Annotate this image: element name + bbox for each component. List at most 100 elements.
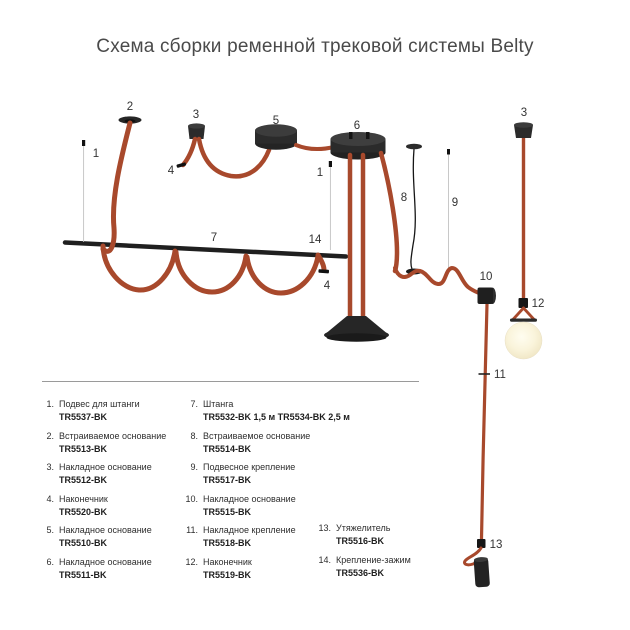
- legend-item-number: 4.: [46, 493, 54, 504]
- surface-cap-3-left: [188, 123, 205, 139]
- legend-divider: [42, 381, 419, 382]
- legend-item-name: Утяжелитель: [336, 523, 391, 533]
- surface-base-5: [255, 124, 297, 150]
- callout-11: 11: [494, 369, 506, 381]
- legend-item-name: Встраиваемое основание: [203, 430, 311, 441]
- legend-item-number: 10.: [185, 493, 198, 504]
- belt-vertical-right: [479, 303, 489, 540]
- legend-item-number: 6.: [46, 556, 54, 567]
- legend-item-name: Подвесное крепление: [203, 462, 296, 472]
- legend-item-code: TR5510-BK: [59, 538, 108, 548]
- legend-item-number: 13.: [318, 523, 331, 533]
- rod-suspension-mid: [328, 161, 332, 250]
- legend-item-number: 3.: [46, 462, 54, 472]
- callout-14: 14: [309, 234, 322, 246]
- legend-item-number: 5.: [46, 525, 54, 535]
- clamp-12: [518, 298, 528, 308]
- legend-item-number: 14.: [318, 554, 331, 565]
- legend-item-code: TR5512-BK: [59, 475, 108, 485]
- callout-7: 7: [211, 232, 217, 244]
- legend-item-code: TR5513-BK: [59, 443, 108, 454]
- legend-item-code: TR5515-BK: [203, 506, 252, 517]
- legend-item-number: 11.: [186, 525, 198, 535]
- legend-item-code: TR5517-BK: [203, 475, 252, 485]
- legend-item-name: Встраиваемое основание: [59, 430, 167, 441]
- belt-tail-to-tip: [180, 136, 198, 168]
- surface-cap-3-right: [514, 122, 533, 138]
- callout-3: 3: [193, 109, 199, 121]
- legend-item-code: TR5516-BK: [336, 536, 385, 546]
- belt-yoke: [511, 306, 536, 322]
- legend-item-code: TR5520-BK: [59, 506, 108, 517]
- legend-item-name: Наконечник: [203, 556, 252, 567]
- callout-1: 1: [317, 167, 323, 179]
- legend-item-number: 7.: [190, 399, 198, 409]
- legend-item-name: Накладное основание: [203, 493, 296, 504]
- legend-item-name: Наконечник: [59, 493, 108, 504]
- globe-collar: [510, 318, 537, 322]
- legend-item-number: 8.: [190, 430, 198, 441]
- legend-item-number: 12.: [185, 556, 198, 567]
- legend-item-code: TR5536-BK: [336, 567, 385, 578]
- belt-end-cap-4-left: [176, 162, 187, 168]
- legend-item-name: Накладное крепление: [203, 525, 296, 535]
- legend-item-code: TR5532-BK 1,5 м TR5534-BK 2,5 м: [203, 412, 350, 422]
- legend-item-code: TR5519-BK: [203, 569, 252, 580]
- legend-item-number: 2.: [46, 430, 54, 441]
- legend-item-name: Подвес для штанги: [59, 399, 140, 409]
- belt-disc5-to-disc6: [294, 143, 336, 152]
- belt-cap3-to-disc5: [196, 136, 272, 179]
- belt-loops-over-rod: [100, 120, 327, 296]
- callout-4: 4: [168, 165, 175, 177]
- suspension-mount-9: [447, 149, 450, 268]
- weight-13: [473, 557, 490, 588]
- callout-5: 5: [273, 115, 279, 127]
- callout-13: 13: [490, 539, 503, 551]
- callout-1: 1: [93, 148, 99, 160]
- callout-3: 3: [521, 107, 527, 119]
- legend-item-name: Накладное основание: [59, 525, 152, 535]
- legend-item-number: 9.: [190, 462, 198, 472]
- page-title: Схема сборки ременной трековой системы B…: [96, 36, 534, 57]
- legend-item-code: TR5511-BK: [59, 569, 107, 580]
- globe-lamp: [504, 321, 543, 360]
- rod-suspension-left: [82, 140, 86, 242]
- callout-10: 10: [480, 271, 493, 283]
- legend-item-name: Штанга: [203, 399, 234, 409]
- callout-9: 9: [452, 197, 458, 209]
- legend-item-code: TR5518-BK: [203, 538, 252, 548]
- callout-4: 4: [324, 280, 331, 292]
- legend-item-code: TR5514-BK: [203, 443, 252, 454]
- surface-base-10: [477, 287, 496, 304]
- legend-item-code: TR5537-BK: [59, 412, 108, 422]
- belt-end-cap-14: [318, 269, 330, 274]
- clamp-13: [477, 539, 486, 548]
- callout-6: 6: [354, 120, 360, 132]
- belts-from-disc6: [347, 150, 400, 322]
- callout-2: 2: [127, 101, 133, 113]
- legend-item-name: Накладное основание: [59, 462, 152, 472]
- surface-base-6: [330, 132, 386, 160]
- callout-12: 12: [532, 298, 545, 310]
- legend-item-number: 1.: [46, 399, 54, 409]
- cone-lampshade: [324, 316, 389, 342]
- legend-item-name: Крепление-зажим: [336, 554, 411, 565]
